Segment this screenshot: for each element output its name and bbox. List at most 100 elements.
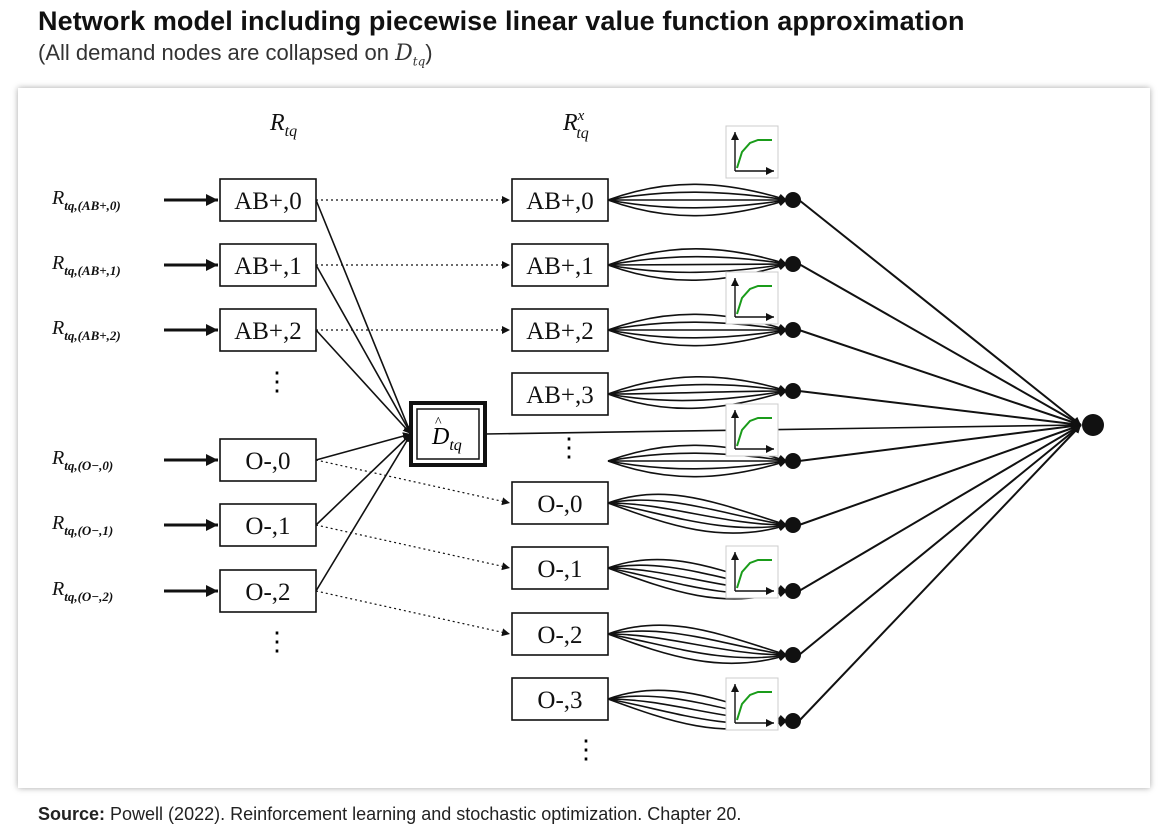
demand-edge bbox=[315, 432, 412, 461]
slope-arc bbox=[607, 376, 788, 395]
sink-node bbox=[1082, 414, 1104, 436]
network-nodes: Rtq,(AB+,0)Rtq,(AB+,1)Rtq,(AB+,2)Rtq,(O−… bbox=[51, 178, 1104, 729]
aggregate-node bbox=[785, 322, 801, 338]
right-resource-node: AB+,3 bbox=[511, 372, 609, 416]
right-bottom-ellipsis: ⋮ bbox=[573, 735, 599, 764]
slope-arc bbox=[607, 255, 788, 267]
value-function-icons bbox=[725, 125, 779, 731]
aggregate-node bbox=[785, 453, 801, 469]
left-node-label: O-,2 bbox=[245, 579, 290, 606]
input-label: Rtq,(O−,1) bbox=[51, 512, 113, 538]
source-text: Powell (2022). Reinforcement learning an… bbox=[105, 804, 742, 824]
to-sink-edge bbox=[798, 423, 1082, 526]
to-sink-edge bbox=[798, 263, 1082, 426]
hold-edge bbox=[315, 524, 511, 571]
slope-arc bbox=[607, 327, 788, 339]
to-sink-edge bbox=[798, 424, 1082, 592]
slope-arc bbox=[607, 493, 788, 527]
demand-edge bbox=[315, 199, 412, 435]
demand-to-sink-edge bbox=[484, 421, 1080, 435]
slope-arc bbox=[607, 197, 788, 209]
value-function-icon bbox=[725, 545, 779, 599]
right-node-label: O-,0 bbox=[537, 491, 582, 518]
left-column-header: Rtq bbox=[269, 110, 297, 140]
aggregate-node bbox=[785, 647, 801, 663]
demand-node-label: Dtq bbox=[431, 424, 462, 454]
demand-edge bbox=[315, 329, 412, 435]
page-subtitle: (All demand nodes are collapsed on Dtq) bbox=[38, 40, 433, 68]
slope-arc bbox=[607, 183, 788, 202]
right-resource-node: AB+,0 bbox=[511, 178, 609, 222]
aggregate-node bbox=[785, 713, 801, 729]
subtitle-close: ) bbox=[425, 40, 433, 65]
input-label: Rtq,(O−,2) bbox=[51, 578, 113, 604]
left-node-label: O-,0 bbox=[245, 448, 290, 475]
right-middle-ellipsis: ⋮ bbox=[556, 433, 582, 462]
slope-arc bbox=[607, 633, 788, 665]
slope-arc bbox=[607, 388, 788, 402]
to-sink-edge bbox=[798, 199, 1082, 426]
value-function-icon bbox=[725, 125, 779, 179]
slope-arc bbox=[607, 624, 788, 657]
slope-arc bbox=[607, 502, 788, 529]
right-resource-node: O-,0 bbox=[511, 481, 609, 525]
source-label: Source: bbox=[38, 804, 106, 824]
slope-arc bbox=[607, 321, 788, 333]
right-resource-node: O-,2 bbox=[511, 612, 609, 656]
aggregate-node bbox=[785, 256, 801, 272]
left-resource-node: AB+,0 bbox=[219, 178, 317, 222]
slope-arc bbox=[607, 630, 788, 658]
subtitle-text: (All demand nodes are collapsed on bbox=[38, 40, 396, 65]
slope-arc bbox=[607, 260, 788, 269]
right-node-label: AB+,1 bbox=[526, 253, 594, 280]
to-sink-edge bbox=[798, 390, 1082, 429]
to-sink-edge bbox=[798, 329, 1082, 427]
slope-arc bbox=[607, 502, 788, 534]
left-resource-node: AB+,2 bbox=[219, 308, 317, 352]
slope-arc bbox=[607, 499, 788, 528]
source-citation: Source: Powell (2022). Reinforcement lea… bbox=[38, 804, 741, 825]
slope-arc bbox=[607, 458, 788, 470]
value-function-icon bbox=[725, 677, 779, 731]
slope-arc bbox=[607, 459, 788, 478]
right-node-label: O-,2 bbox=[537, 622, 582, 649]
right-node-label: O-,1 bbox=[537, 556, 582, 583]
right-node-label: AB+,2 bbox=[526, 318, 594, 345]
right-node-label: AB+,0 bbox=[526, 188, 594, 215]
right-node-label: AB+,3 bbox=[526, 382, 594, 409]
slope-arc bbox=[607, 198, 788, 217]
slope-arc bbox=[607, 633, 788, 659]
to-sink-edge bbox=[798, 424, 1082, 722]
to-sink-edge bbox=[798, 422, 1082, 462]
demand-edge bbox=[315, 264, 412, 435]
aggregate-node bbox=[785, 517, 801, 533]
left-node-label: AB+,0 bbox=[234, 188, 302, 215]
left-bottom-ellipsis: ⋮ bbox=[264, 627, 290, 656]
slope-arc bbox=[607, 248, 788, 266]
slope-arc bbox=[607, 452, 788, 464]
slope-arc bbox=[607, 633, 788, 661]
slope-arc bbox=[607, 191, 788, 203]
to-sink-edge bbox=[798, 424, 1082, 656]
left-node-label: AB+,2 bbox=[234, 318, 302, 345]
hold-edge bbox=[315, 590, 511, 637]
input-label: Rtq,(AB+,2) bbox=[51, 317, 121, 343]
aggregate-node bbox=[785, 583, 801, 599]
demand-edge bbox=[315, 433, 412, 592]
value-function-icon bbox=[725, 403, 779, 457]
network-edges bbox=[164, 183, 1082, 730]
right-resource-node: O-,1 bbox=[511, 546, 609, 590]
left-node-label: O-,1 bbox=[245, 513, 290, 540]
right-node-label: O-,3 bbox=[537, 687, 582, 714]
left-resource-node: O-,0 bbox=[219, 438, 317, 482]
hold-edge bbox=[315, 459, 511, 506]
right-resource-node: O-,3 bbox=[511, 677, 609, 721]
right-resource-node: AB+,1 bbox=[511, 243, 609, 287]
input-label: Rtq,(AB+,1) bbox=[51, 252, 121, 278]
left-resource-node: AB+,1 bbox=[219, 243, 317, 287]
slope-arc bbox=[607, 328, 788, 347]
slope-arc bbox=[607, 383, 788, 395]
aggregate-node bbox=[785, 383, 801, 399]
